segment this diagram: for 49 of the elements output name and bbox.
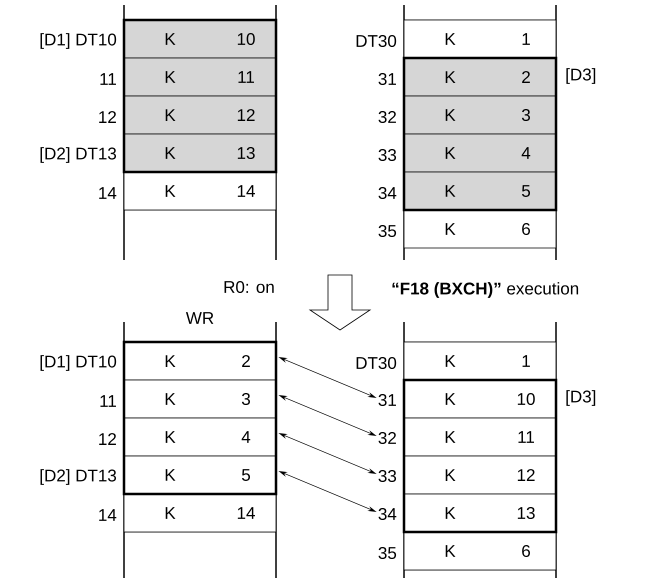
memory-cell: K 4 <box>404 134 556 172</box>
address-label: 34 <box>378 508 396 520</box>
instruction-label: “F18 (BXCH)” execution <box>392 282 578 298</box>
memory-cell: K 13 <box>124 134 276 172</box>
address-label: 12 <box>99 111 116 123</box>
address-label: 32 <box>378 432 396 444</box>
address-label: 32 <box>378 110 396 124</box>
address-label: [D2] DT13 <box>40 147 116 163</box>
memory-cell: K 3 <box>404 96 556 134</box>
address-label: 35 <box>378 546 396 560</box>
memory-cell: K 4 <box>124 418 276 456</box>
range-label: [D3] <box>566 390 596 406</box>
address-label: 12 <box>99 433 116 445</box>
memory-cell: K 6 <box>404 532 556 570</box>
memory-cell: K 13 <box>404 494 556 532</box>
address-label: 14 <box>99 509 116 521</box>
memory-cell: K 10 <box>124 20 276 58</box>
address-label: DT30 <box>356 34 396 48</box>
memory-cell: K 14 <box>124 494 276 532</box>
condition-label: R0: on <box>224 280 274 294</box>
memory-cell: K 10 <box>404 380 556 418</box>
memory-cell: K 3 <box>124 380 276 418</box>
address-label: 11 <box>100 395 116 407</box>
memory-cell: K 2 <box>404 58 556 96</box>
memory-cell: K 5 <box>124 456 276 494</box>
memory-cell: K 12 <box>404 456 556 494</box>
address-label: 33 <box>378 148 396 162</box>
address-label: DT30 <box>356 356 396 370</box>
memory-cell: K 12 <box>124 96 276 134</box>
register-label: WR <box>186 312 214 324</box>
address-label: [D1] DT10 <box>40 33 116 49</box>
address-label: 14 <box>99 187 116 199</box>
memory-cell: K 1 <box>404 342 556 380</box>
address-label: 31 <box>378 72 396 86</box>
address-label: 11 <box>100 73 116 85</box>
address-label: 31 <box>378 394 396 406</box>
memory-cell: K 14 <box>124 172 276 210</box>
address-label: 34 <box>378 186 396 200</box>
memory-cell: K 5 <box>404 172 556 210</box>
memory-cell: K 11 <box>124 58 276 96</box>
address-label: [D1] DT10 <box>40 355 116 371</box>
range-label: [D3] <box>566 68 596 84</box>
memory-cell: K 6 <box>404 210 556 248</box>
memory-cell: K 11 <box>404 418 556 456</box>
address-label: [D2] DT13 <box>40 469 116 485</box>
address-label: 35 <box>378 224 396 238</box>
memory-cell: K 2 <box>124 342 276 380</box>
memory-cell: K 1 <box>404 20 556 58</box>
address-label: 33 <box>378 470 396 482</box>
